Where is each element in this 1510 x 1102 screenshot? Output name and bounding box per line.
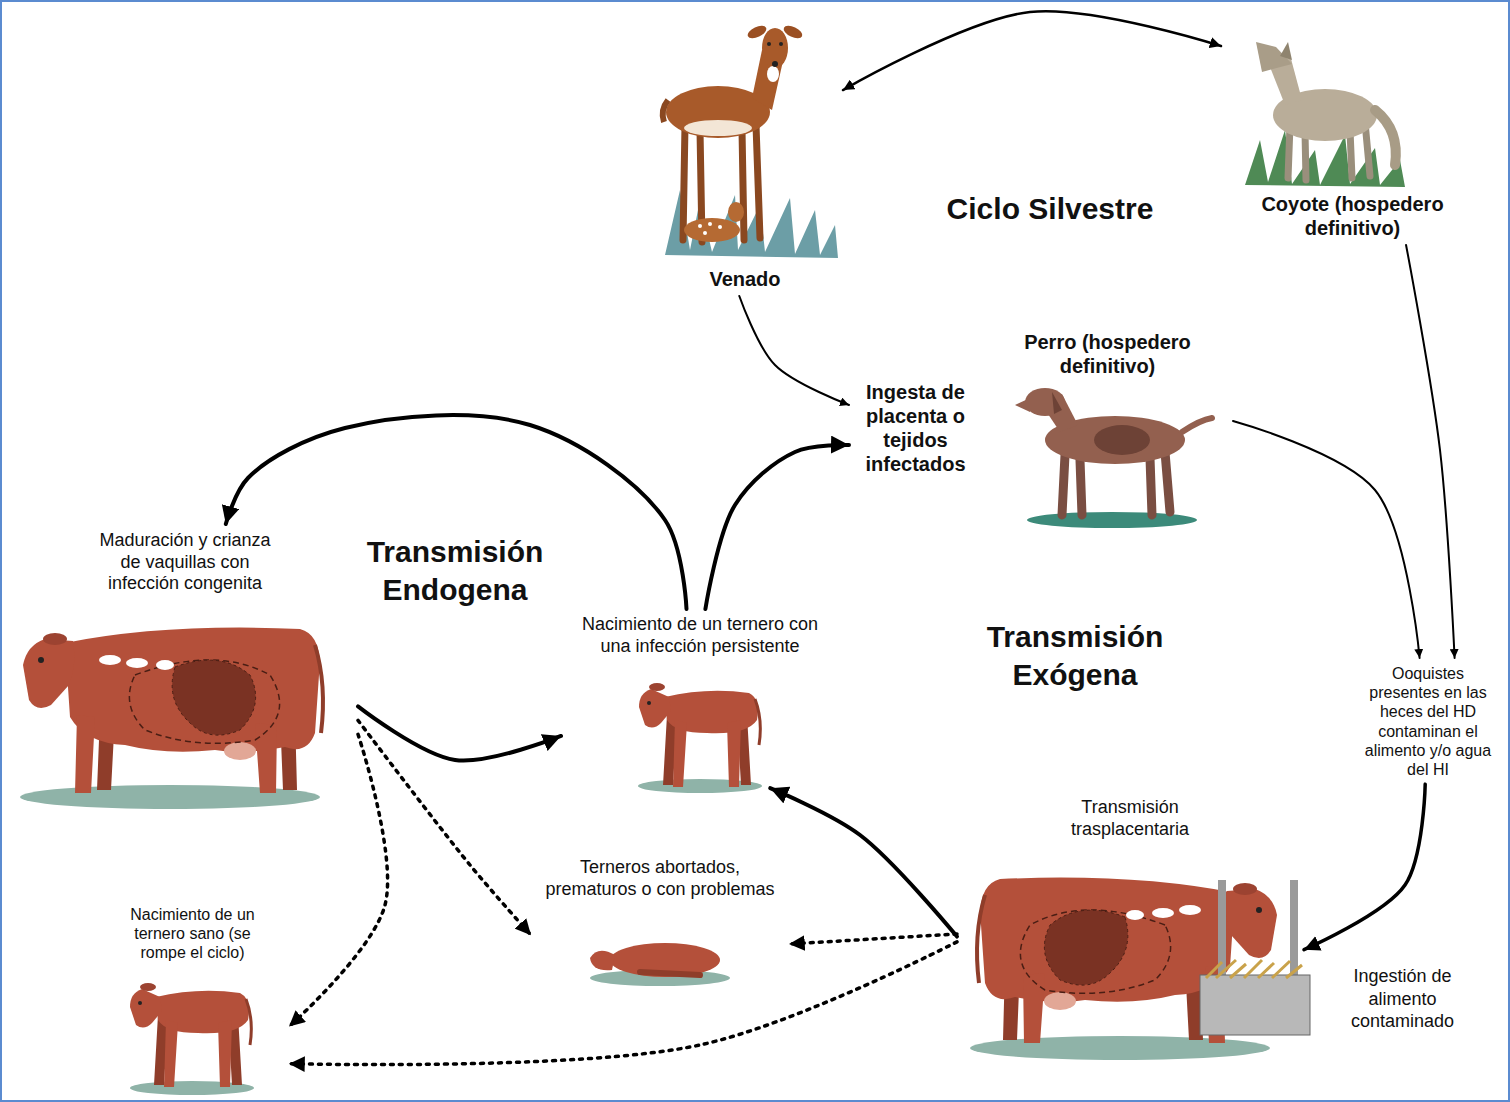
dotted-arrow	[789, 934, 957, 944]
figure-space	[1225, 40, 1480, 190]
arrow	[1304, 784, 1425, 950]
node-label: Nacimiento de un ternero con una infecci…	[565, 612, 835, 659]
arrow	[843, 11, 1221, 90]
figure-space	[960, 842, 1300, 1057]
note-label: Ingestión de alimento contaminado	[1335, 965, 1470, 1033]
feeding-cow-illustration	[970, 878, 1310, 1060]
node-label: Ooquistes presentes en las heces del HD …	[1358, 662, 1498, 781]
deer-node: Venado	[650, 15, 840, 293]
cow-node: Transmisión trasplacentaria	[960, 795, 1300, 1057]
deer-illustration	[663, 23, 838, 258]
dog-node: Perro (hospedero definitivo)	[985, 328, 1230, 530]
figure-space	[985, 380, 1230, 530]
figure-space	[15, 597, 355, 807]
figure-space	[650, 15, 840, 265]
node-label: Perro (hospedero definitivo)	[985, 328, 1230, 380]
figure-space	[535, 902, 785, 982]
route-node: Ingesta de placenta o tejidos infectados	[853, 378, 978, 478]
healthy-calf-node: Nacimiento de un ternero sano (se rompe …	[100, 903, 285, 1080]
dotted-arrow	[289, 734, 388, 1026]
aborted-calf-node: Terneros abortados, prematuros o con pro…	[535, 855, 785, 982]
figure-space	[100, 965, 285, 1080]
coyote-illustration	[1245, 42, 1405, 187]
arrow	[358, 706, 561, 760]
arrow	[1233, 421, 1420, 658]
node-label: Transmisión trasplacentaria	[1050, 795, 1210, 842]
coyote-node: Coyote (hospedero definitivo)	[1225, 40, 1480, 242]
dog-illustration	[1015, 388, 1212, 528]
arrow	[226, 415, 687, 609]
healthy-calf-illustration	[130, 983, 254, 1095]
node-label: Nacimiento de un ternero sano (se rompe …	[118, 903, 268, 965]
section-title: Transmisión Endogena	[350, 533, 560, 608]
arrow	[739, 296, 849, 405]
heifer-node: Maduración y crianza de vaquillas con in…	[15, 528, 355, 807]
arrow	[705, 445, 849, 609]
node-label: Ingesta de placenta o tejidos infectados	[853, 378, 978, 478]
arrow	[1406, 245, 1455, 658]
calf-node: Nacimiento de un ternero con una infecci…	[565, 612, 835, 784]
heifer-illustration	[20, 628, 323, 809]
section-title: Transmisión Exógena	[945, 618, 1205, 693]
calf-illustration	[638, 683, 762, 793]
arrow	[770, 788, 957, 936]
node-label: Terneros abortados, prematuros o con pro…	[535, 855, 785, 902]
dotted-arrow	[289, 942, 957, 1065]
oocyst-node: Ooquistes presentes en las heces del HD …	[1358, 662, 1498, 781]
node-label: Maduración y crianza de vaquillas con in…	[93, 528, 278, 597]
aborted-calf-illustration	[590, 943, 730, 986]
cycle-title: Ciclo Silvestre	[915, 190, 1185, 228]
figure-space	[565, 659, 835, 784]
node-label: Coyote (hospedero definitivo)	[1228, 190, 1478, 242]
node-label: Venado	[650, 265, 840, 293]
